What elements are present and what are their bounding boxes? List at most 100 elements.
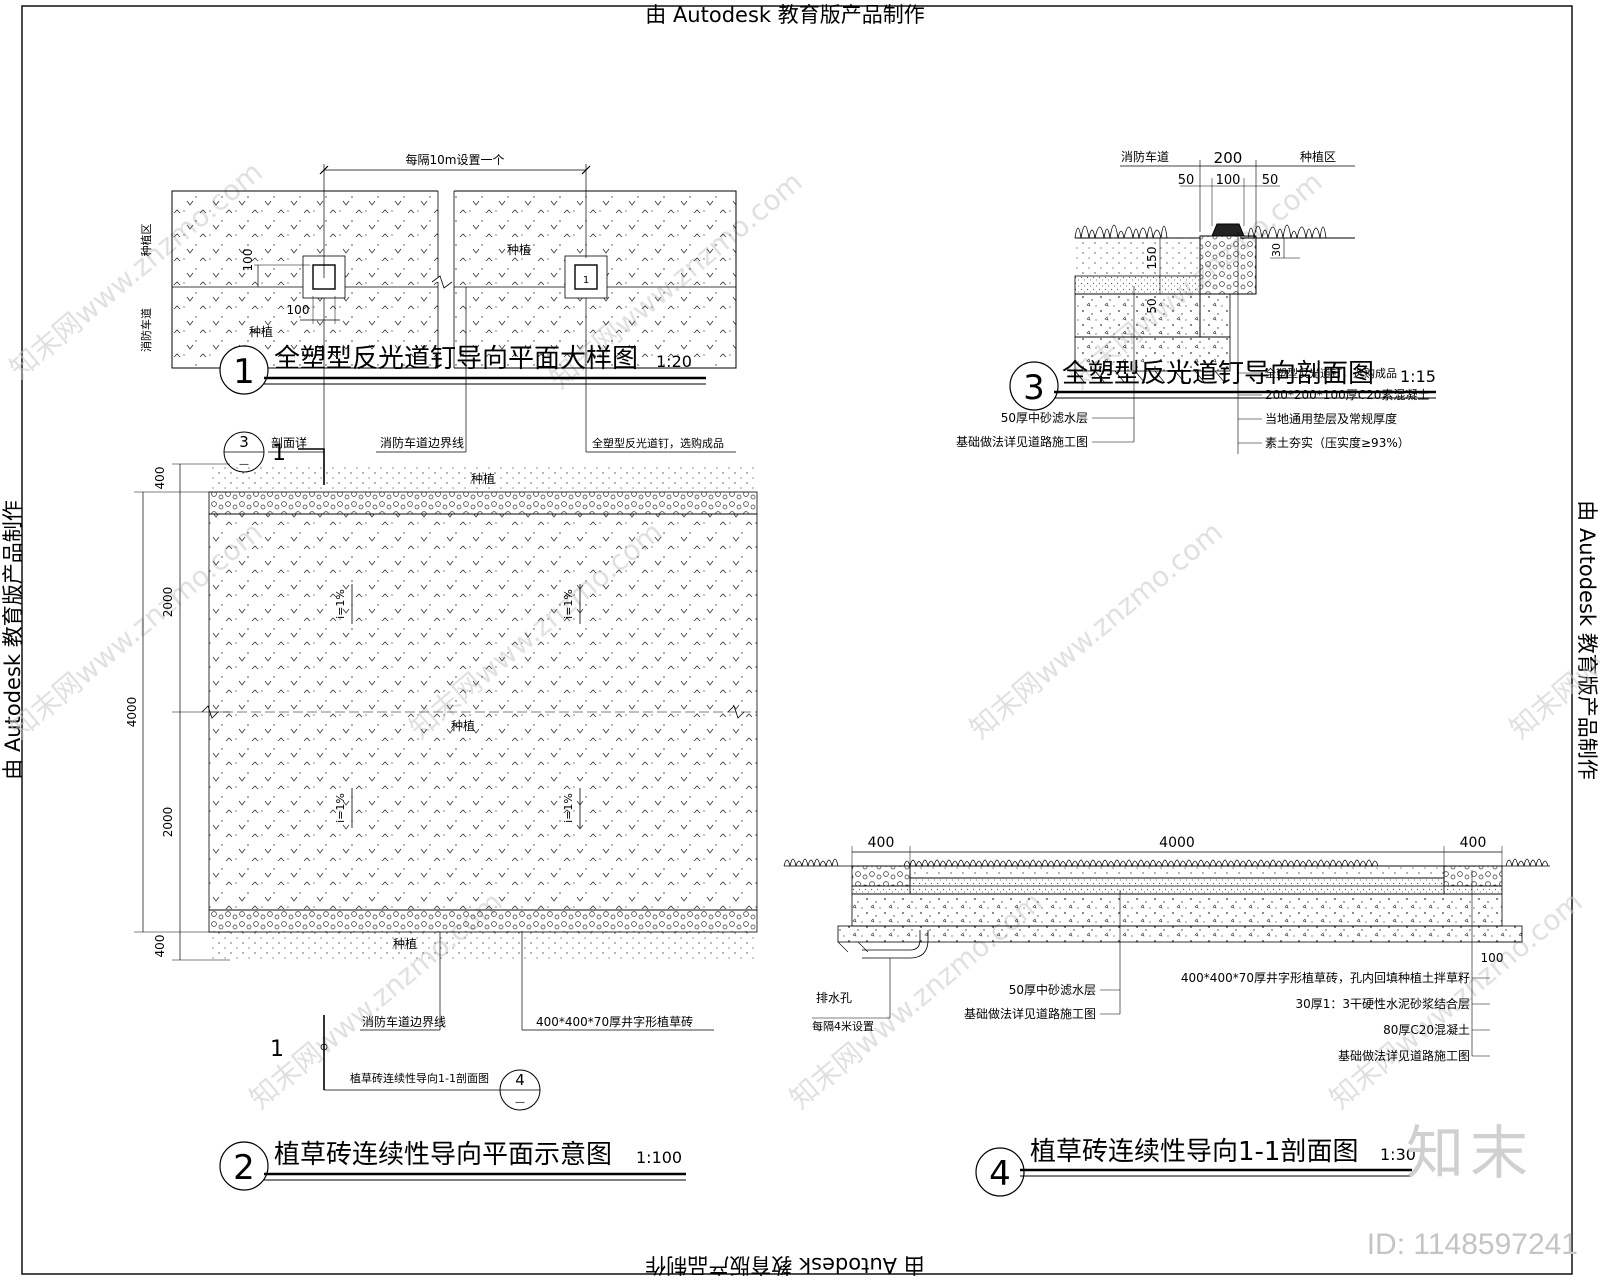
d3-dim-200: 200 (1214, 149, 1243, 167)
d4-title: 植草砖连续性导向1-1剖面图 (1030, 1137, 1358, 1167)
d3-number: 3 (1023, 368, 1045, 408)
d3-grass-right (1247, 224, 1327, 239)
d3-base (1074, 293, 1201, 338)
d1-zone-planting: 种植区 (139, 224, 153, 257)
drawing-1-plan: 1 每隔10m设置一个 种植区 消防车道 种植 种植 100 100 3 — 剖… (139, 152, 737, 473)
d1-stud-note: 全塑型反光道钉，选购成品 (592, 436, 724, 450)
d3-dim-100: 100 (1216, 173, 1241, 188)
d3-note-soil: 素土夯实（压实度≥93%） (1265, 435, 1410, 450)
d4-concrete-layer (851, 893, 1503, 927)
d3-label-planting: 种植区 (1300, 149, 1336, 164)
d2-scale: 1:100 (636, 1148, 682, 1167)
d4-drain-spacing: 每隔4米设置 (812, 1019, 874, 1033)
d2-callout-sub: — (515, 1097, 525, 1108)
d2-dim-4000: 4000 (125, 697, 139, 728)
d2-paver-note: 400*400*70厚井字形植草砖 (536, 1014, 693, 1029)
d2-slope-3: i=1% (334, 793, 347, 823)
d2-paver-bottom (208, 909, 758, 933)
d1-callout-num: 3 (239, 433, 249, 451)
d3-dim-50b: 50 (1262, 173, 1279, 188)
d1-planting-2: 种植 (249, 324, 273, 339)
d1-interval-note: 每隔10m设置一个 (406, 152, 505, 167)
stamp-left: 由 Autodesk 教育版产品制作 (1, 500, 25, 779)
sheet-frame (21, 5, 1573, 1275)
d4-drain-pipe (862, 930, 921, 951)
d3-note-stud: 全塑型反光道钉，选购成品 (1265, 366, 1397, 380)
d3-dim-50c: 50 (1145, 298, 1159, 313)
d2-dim-2000a: 2000 (161, 587, 175, 618)
d2-edge-line: 消防车道边界线 (362, 1014, 446, 1029)
d2-callout-num: 4 (515, 1071, 525, 1089)
d4-dim-400b: 400 (1460, 835, 1487, 851)
d4-drain: 排水孔 (816, 991, 852, 1005)
d1-dim-100a: 100 (241, 249, 255, 272)
d1-edge-line: 消防车道边界线 (380, 435, 464, 450)
d2-dim-2000b: 2000 (161, 807, 175, 838)
d3-subbase (1074, 336, 1231, 372)
d4-paver-right (1443, 865, 1503, 887)
d3-title: 全塑型反光道钉导向剖面图 (1062, 359, 1374, 389)
d2-planting-top (209, 464, 757, 492)
drawing-4-section: 400 4000 400 100 400*400*70厚井字形植草砖，孔内回填种… (783, 835, 1550, 1197)
d3-note-concrete: 200*200*100厚C20素混凝土 (1265, 387, 1429, 402)
d4-note-concrete: 80厚C20混凝土 (1383, 1022, 1470, 1037)
d3-compacted-soil (1074, 370, 1226, 384)
stamp-bottom: 由 Autodesk 教育版产品制作 (645, 1253, 924, 1277)
brand-logo: 知末 (1405, 1119, 1534, 1187)
d2-section-mark-top: 1 (272, 441, 286, 466)
stamp-top: 由 Autodesk 教育版产品制作 (645, 3, 924, 27)
d4-paver-left (851, 865, 911, 887)
d3-dim-30: 30 (1270, 243, 1283, 257)
d3-stud (1211, 223, 1245, 237)
d2-number: 2 (233, 1148, 255, 1188)
d4-note-mortar: 30厚1：3干硬性水泥砂浆结合层 (1295, 996, 1470, 1011)
d1-callout-text: 剖面详 (271, 435, 307, 450)
d4-dim-100: 100 (1481, 951, 1504, 965)
d2-slope-1: i=1% (334, 589, 347, 619)
d4-note-foundation: 基础做法详见道路施工图 (1338, 1048, 1470, 1063)
d1-scale: 1:20 (656, 352, 692, 371)
d4-dim-400a: 400 (868, 835, 895, 851)
d2-planting-mid-label: 种植 (451, 718, 475, 733)
d4-dim-4000: 4000 (1159, 835, 1195, 851)
d1-stud-tag: 1 (583, 275, 589, 286)
d1-zone-road: 消防车道 (139, 308, 153, 352)
d2-dim-400a: 400 (153, 467, 167, 490)
stamp-right: 由 Autodesk 教育版产品制作 (1575, 500, 1599, 779)
d3-note-sand: 50厚中砂滤水层 (1001, 410, 1088, 425)
d3-dim-150: 150 (1145, 247, 1159, 270)
d2-slope-4: i=1% (562, 793, 575, 823)
d2-paver-top (208, 491, 758, 515)
d3-label-road: 消防车道 (1121, 149, 1169, 164)
d2-planting-bottom-label: 种植 (393, 936, 417, 951)
d2-planting-bottom (209, 932, 757, 960)
d4-foundation-layer (837, 925, 1523, 943)
d4-number: 4 (989, 1154, 1011, 1194)
d1-planting-1: 种植 (507, 242, 531, 257)
d2-section-ref: 植草砖连续性导向1-1剖面图 (350, 1071, 489, 1085)
d3-note-foundation: 基础做法详见道路施工图 (956, 434, 1088, 449)
d4-note-paver: 400*400*70厚井字形植草砖，孔内回填种植土拌草籽 (1181, 970, 1470, 985)
d2-slope-2: i=1% (562, 589, 575, 619)
d1-title: 全塑型反光道钉导向平面大样图 (274, 344, 638, 374)
d4-note-foundation2: 基础做法详见道路施工图 (964, 1006, 1096, 1021)
d1-dim-100b: 100 (287, 303, 310, 317)
d2-section-mark-bottom: 1 (270, 1037, 284, 1062)
watermark-6: 知末网www.znzmo.com (963, 515, 1228, 745)
resource-id: ID: 1148597241 (1366, 1228, 1578, 1261)
d2-dim-400b: 400 (153, 935, 167, 958)
d3-note-base: 当地通用垫层及常规厚度 (1265, 411, 1397, 426)
drawing-2-plan: 1 种植 种植 种植 i=1% i=1% i=1% i=1% 400 2000 … (125, 441, 758, 1191)
d2-title: 植草砖连续性导向平面示意图 (274, 1140, 612, 1170)
d4-scale: 1:30 (1380, 1145, 1416, 1164)
d3-concrete-block (1199, 235, 1257, 295)
d3-grass-left (1074, 224, 1168, 239)
d3-dim-50a: 50 (1178, 173, 1195, 188)
d4-note-sand: 50厚中砂滤水层 (1009, 982, 1096, 997)
d1-number: 1 (233, 352, 255, 392)
d4-grass (903, 859, 1379, 868)
d1-stud-2 (564, 255, 608, 299)
d3-sand-layer (1074, 275, 1201, 295)
